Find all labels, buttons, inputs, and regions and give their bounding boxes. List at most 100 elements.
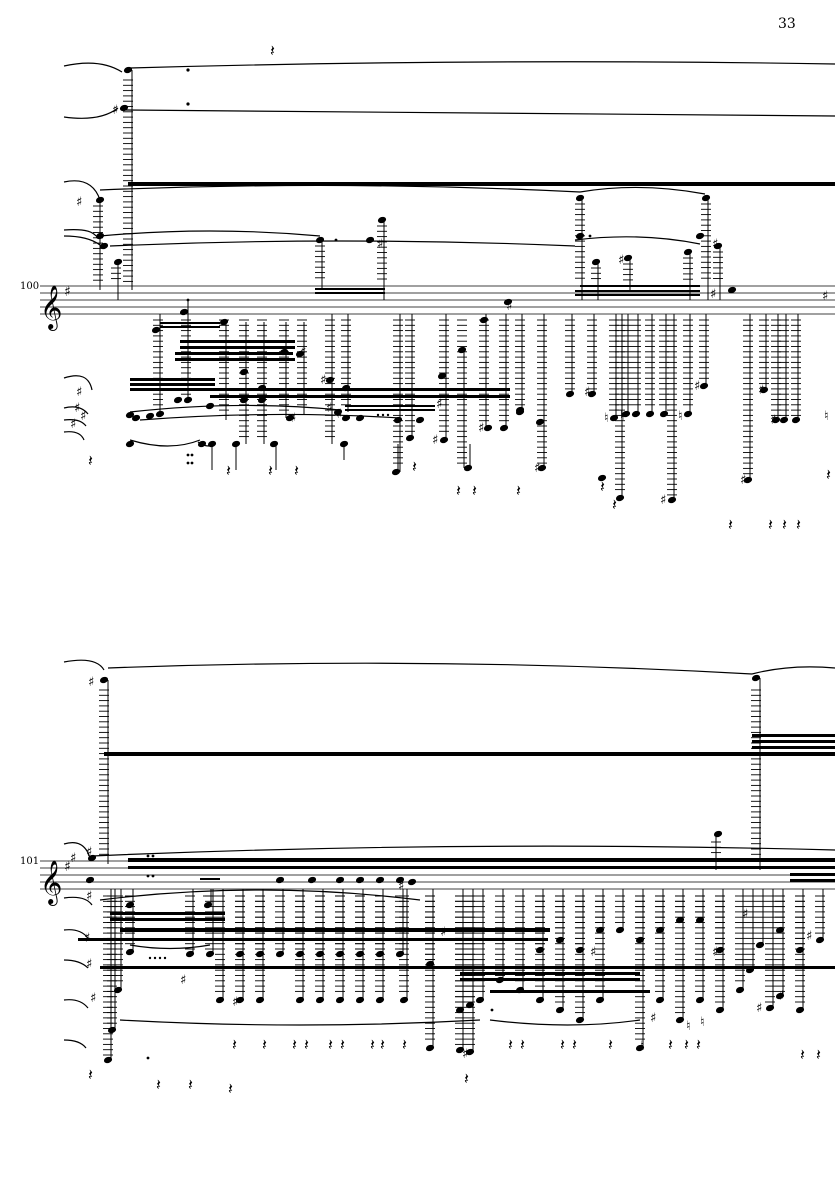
notehead xyxy=(695,916,705,924)
notehead xyxy=(791,416,801,424)
rest-icon: 𝄽 xyxy=(270,41,275,60)
notehead xyxy=(393,416,403,424)
rest-icon: 𝄽 xyxy=(800,1045,805,1064)
notehead xyxy=(269,440,279,448)
rest-icon: 𝄽 xyxy=(188,1075,193,1094)
notehead xyxy=(355,996,365,1004)
sharp-sign: ♯ xyxy=(584,385,590,400)
notehead xyxy=(205,950,215,958)
sharp-sign: ♯ xyxy=(76,195,82,210)
sharp-sign: ♯ xyxy=(712,945,718,960)
notehead xyxy=(415,416,425,424)
rest-icon: 𝄽 xyxy=(826,465,831,484)
notehead xyxy=(295,350,305,358)
notehead xyxy=(99,676,109,684)
rest-icon: 𝄽 xyxy=(572,1035,577,1054)
notehead xyxy=(615,494,625,502)
notehead xyxy=(335,876,345,884)
notehead xyxy=(631,410,641,418)
notehead xyxy=(575,1016,585,1024)
notehead xyxy=(615,926,625,934)
natural-sign: ♮ xyxy=(824,409,829,424)
sharp-sign: ♯ xyxy=(86,957,92,972)
sharp-sign: ♯ xyxy=(86,889,92,904)
accidentals: ♯♯♯♯♯♯♯♯♯♯♯♯♮♯♯♯♯♯♯♯♮♮ xyxy=(70,675,812,1062)
notehead xyxy=(537,464,547,472)
notehead xyxy=(155,410,165,418)
notehead xyxy=(667,496,677,504)
notehead xyxy=(123,66,133,74)
sharp-sign: ♯ xyxy=(377,237,383,252)
notehead xyxy=(483,424,493,432)
notehead xyxy=(335,996,345,1004)
sharp-sign: ♯ xyxy=(660,493,666,508)
notehead xyxy=(575,232,585,240)
notehead xyxy=(675,916,685,924)
page-number: 33 xyxy=(778,16,796,32)
rest-icon: 𝄽 xyxy=(696,1035,701,1054)
notehead xyxy=(715,946,725,954)
notehead xyxy=(479,316,489,324)
notehead xyxy=(119,104,129,112)
sharp-sign: ♯ xyxy=(710,287,716,302)
slurs xyxy=(63,659,835,1049)
notehead xyxy=(713,830,723,838)
notehead xyxy=(395,876,405,884)
ledger-lines xyxy=(93,79,801,496)
sharp-sign: ♯ xyxy=(398,879,404,894)
notehead xyxy=(779,416,789,424)
sharp-sign: ♯ xyxy=(618,253,624,268)
notehead xyxy=(595,926,605,934)
rest-icon: 𝄽 xyxy=(294,461,299,480)
notehead xyxy=(131,414,141,422)
notehead xyxy=(713,242,723,250)
rest-icon: 𝄽 xyxy=(328,1035,333,1054)
notehead xyxy=(635,1044,645,1052)
beams xyxy=(78,734,835,993)
noteheads xyxy=(85,674,825,1064)
notehead xyxy=(339,440,349,448)
measure-number: 101 xyxy=(20,856,40,867)
system-1: 𝄞 ♯ xyxy=(40,41,835,534)
notehead xyxy=(695,232,705,240)
sharp-sign: ♯ xyxy=(80,409,86,424)
treble-clef-icon: 𝄞 xyxy=(40,285,62,331)
sharp-sign: ♯ xyxy=(180,973,186,988)
notehead xyxy=(405,434,415,442)
notehead xyxy=(699,382,709,390)
notehead xyxy=(535,418,545,426)
notehead xyxy=(575,194,585,202)
notehead xyxy=(815,936,825,944)
rest-icon: 𝄽 xyxy=(600,477,605,496)
rest-icon: 𝄽 xyxy=(340,1035,345,1054)
rest-icon: 𝄽 xyxy=(768,515,773,534)
notehead xyxy=(503,298,513,306)
notehead xyxy=(205,402,215,410)
notehead xyxy=(113,258,123,266)
notehead xyxy=(355,876,365,884)
rest-icon: 𝄽 xyxy=(508,1035,513,1054)
sharp-sign: ♯ xyxy=(300,345,306,360)
notehead xyxy=(683,410,693,418)
notehead xyxy=(609,414,619,422)
notehead xyxy=(465,1001,475,1009)
natural-sign: ♮ xyxy=(700,1015,705,1030)
sharp-sign: ♯ xyxy=(336,407,342,422)
notehead xyxy=(437,372,447,380)
sharp-sign: ♯ xyxy=(650,1011,656,1026)
notehead xyxy=(99,242,109,250)
sharp-sign: ♯ xyxy=(88,675,94,690)
notehead xyxy=(771,416,781,424)
sharp-sign: ♯ xyxy=(76,385,82,400)
notehead xyxy=(375,950,385,958)
notehead xyxy=(621,410,631,418)
staff-lines xyxy=(40,285,835,315)
sharp-sign: ♯ xyxy=(478,421,484,436)
notehead xyxy=(795,946,805,954)
notehead xyxy=(257,384,267,392)
rest-icon: 𝄽 xyxy=(292,1035,297,1054)
notehead xyxy=(295,950,305,958)
notehead xyxy=(315,236,325,244)
natural-sign: ♮ xyxy=(678,409,683,424)
rest-icon: 𝄽 xyxy=(156,1075,161,1094)
